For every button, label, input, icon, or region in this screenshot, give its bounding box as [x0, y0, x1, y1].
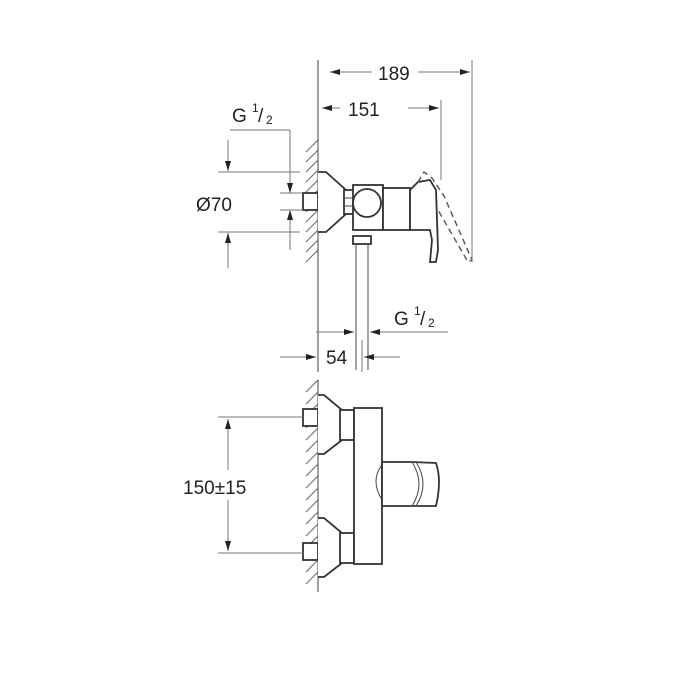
cartridge-circle: [352, 188, 382, 218]
dim-150-15: 150±15: [183, 478, 246, 499]
svg-text:1: 1: [414, 304, 421, 318]
dim-diameter-70: Ø70: [196, 195, 232, 216]
svg-text:/: /: [420, 309, 426, 330]
svg-text:2: 2: [266, 113, 273, 127]
escutcheon: [318, 171, 347, 233]
dim-189: 189: [378, 64, 410, 85]
side-view: 189 151 G 1 / 2 Ø70 G 1 / 2 54: [196, 60, 473, 372]
dim-g-top: G: [232, 106, 247, 127]
lever-handle: [409, 179, 439, 263]
lower-pipe-stub: [302, 542, 319, 561]
lower-nut: [339, 532, 355, 564]
upper-escutcheon: [318, 394, 343, 455]
svg-text:1: 1: [252, 101, 259, 115]
lever-top: [381, 461, 440, 507]
cartridge-housing: [382, 187, 411, 231]
lever-alt-position: [417, 170, 473, 263]
dim-151: 151: [348, 100, 380, 121]
wall-hatching: [305, 139, 319, 263]
outlet-nut: [352, 235, 372, 245]
dim-g-bottom: G: [394, 309, 409, 330]
upper-nut: [339, 409, 355, 441]
top-view: 150±15: [183, 379, 440, 592]
upper-pipe-stub: [302, 408, 319, 427]
mixer-body-top: [353, 407, 383, 565]
dim-54: 54: [326, 348, 348, 369]
svg-text:2: 2: [428, 316, 435, 330]
lower-escutcheon: [318, 517, 343, 578]
svg-text:/: /: [258, 106, 264, 127]
pipe-stub: [302, 192, 319, 211]
